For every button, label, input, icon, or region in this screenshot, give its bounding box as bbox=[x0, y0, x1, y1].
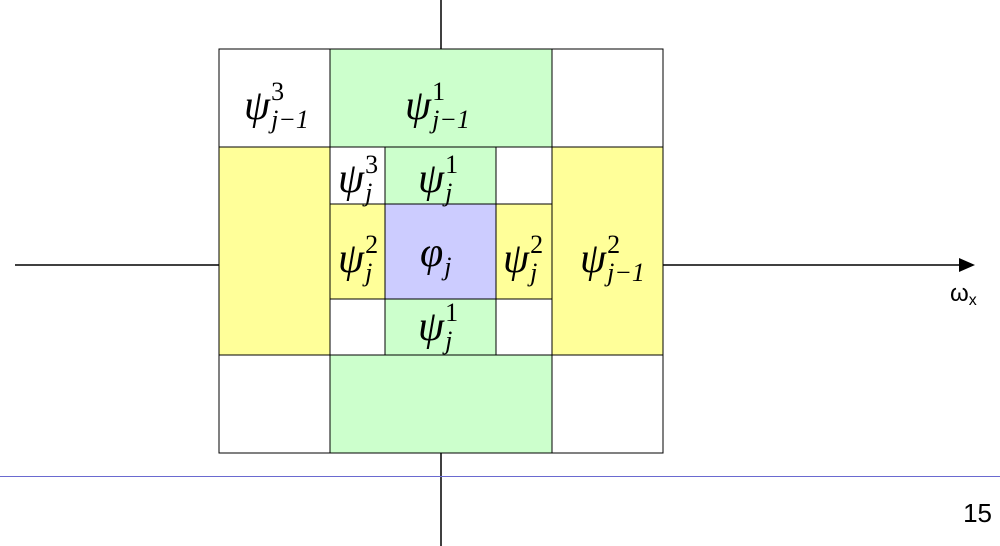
cell-outer-top-middle bbox=[329, 48, 553, 148]
cell-outer-left bbox=[218, 146, 331, 356]
x-axis-label: ωx bbox=[950, 280, 977, 310]
cell-outer-bottom-left bbox=[218, 354, 331, 454]
page-number: 15 bbox=[963, 498, 992, 528]
cell-inner-top-left bbox=[329, 146, 386, 205]
x-axis-label-sub: x bbox=[968, 292, 977, 309]
cell-outer-top-left bbox=[218, 48, 331, 148]
cell-outer-bottom-right bbox=[551, 354, 664, 454]
cell-inner-bottom-middle bbox=[384, 298, 497, 356]
cell-outer-bottom-middle bbox=[329, 354, 553, 454]
cell-inner-bottom-right bbox=[495, 298, 553, 356]
x-axis-label-base: ω bbox=[950, 280, 969, 307]
cell-inner-bottom-left bbox=[329, 298, 386, 356]
cell-center bbox=[384, 203, 497, 300]
footer-divider bbox=[0, 476, 1000, 477]
cell-inner-top-right bbox=[495, 146, 553, 205]
cell-inner-left bbox=[329, 203, 386, 300]
x-axis-arrowhead bbox=[959, 258, 975, 272]
cell-outer-top-right bbox=[551, 48, 664, 148]
